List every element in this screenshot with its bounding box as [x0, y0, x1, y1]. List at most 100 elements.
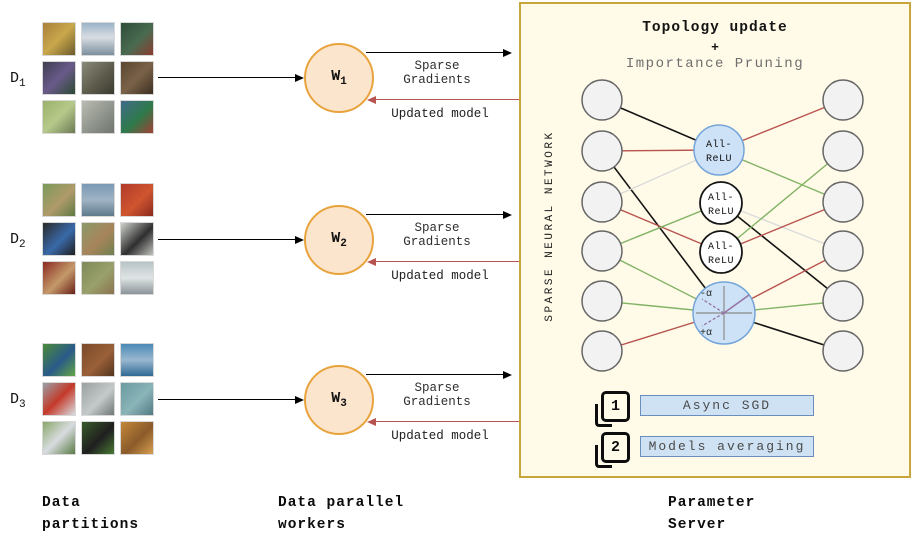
- input-node: [581, 79, 623, 121]
- output-node: [822, 181, 864, 223]
- image-tile: [81, 382, 115, 416]
- output-node: [822, 130, 864, 172]
- data-partition-1: D1: [0, 22, 260, 135]
- image-tile: [120, 183, 154, 217]
- image-tile: [81, 100, 115, 134]
- importance-pruning-title: Importance Pruning: [625, 56, 805, 72]
- all-relu-text: All-: [708, 241, 734, 253]
- updated-model-arrow: [376, 261, 519, 262]
- pos-alpha-label: +α: [700, 328, 712, 339]
- models-averaging-box: Models averaging: [640, 436, 814, 457]
- output-node: [822, 230, 864, 272]
- sparse-neural-network-graph: SPARSE NEURAL NETWORK: [544, 79, 864, 372]
- arrowhead-icon: [367, 95, 376, 104]
- sparse-gradients-arrow: [366, 214, 503, 215]
- output-node: [822, 280, 864, 322]
- activation-neg-alpha-branch: [701, 298, 725, 314]
- image-tile: [81, 261, 115, 295]
- image-tile: [81, 421, 115, 455]
- parameter-server-box: Topology update + Importance Pruning SPA…: [519, 2, 911, 478]
- sparse-neural-network-label: SPARSE NEURAL NETWORK: [544, 130, 556, 321]
- arrowhead-icon: [295, 235, 304, 244]
- output-layer: [822, 79, 864, 372]
- image-tile: [120, 222, 154, 256]
- worker-node-1: W1: [304, 43, 374, 113]
- topology-update-title: Topology update: [642, 20, 788, 36]
- all-relu-text: ReLU: [708, 256, 734, 267]
- all-relu-text: ReLU: [708, 207, 734, 218]
- arrowhead-icon: [295, 395, 304, 404]
- all-relu-text: ReLU: [706, 154, 732, 165]
- image-grid: [42, 343, 154, 455]
- image-tile: [120, 61, 154, 95]
- image-tile: [42, 222, 76, 256]
- image-tile: [120, 100, 154, 134]
- image-tile: [42, 261, 76, 295]
- hidden-layer: All- ReLU All- ReLU All- ReLU -α +α: [692, 124, 756, 345]
- image-tile: [120, 343, 154, 377]
- worker-node-2: W2: [304, 205, 374, 275]
- async-sgd-box: Async SGD: [640, 395, 814, 416]
- image-tile: [42, 183, 76, 217]
- input-node: [581, 230, 623, 272]
- all-relu-text: All-: [706, 139, 732, 151]
- image-tile: [120, 22, 154, 56]
- image-tile: [42, 343, 76, 377]
- image-tile: [42, 421, 76, 455]
- all-relu-node: [699, 230, 743, 274]
- arrowhead-icon: [503, 210, 512, 219]
- input-layer: [581, 79, 623, 372]
- step-2-icon: 2: [595, 432, 630, 468]
- all-relu-text: All-: [708, 192, 734, 204]
- sparse-gradients-arrow: [366, 52, 503, 53]
- activation-pos-alpha-branch: [701, 312, 725, 327]
- input-node: [581, 330, 623, 372]
- updated-model-label: Updated model: [391, 107, 489, 121]
- all-relu-activation-node: -α +α: [692, 281, 756, 345]
- updated-model-label: Updated model: [391, 429, 489, 443]
- all-relu-node: [699, 181, 743, 225]
- activation-positive-branch: [723, 294, 750, 314]
- image-tile: [81, 61, 115, 95]
- image-tile: [42, 382, 76, 416]
- image-tile: [81, 343, 115, 377]
- image-grid: [42, 183, 154, 295]
- arrowhead-icon: [503, 370, 512, 379]
- updated-model-label: Updated model: [391, 269, 489, 283]
- all-relu-node-blue: [693, 124, 745, 176]
- input-node: [581, 280, 623, 322]
- partition-label: D2: [10, 231, 26, 251]
- image-tile: [81, 183, 115, 217]
- arrowhead-icon: [367, 257, 376, 266]
- plus-sign: +: [711, 40, 719, 55]
- image-tile: [120, 382, 154, 416]
- step-1-icon: 1: [595, 391, 630, 427]
- worker-node-3: W3: [304, 365, 374, 435]
- output-node: [822, 79, 864, 121]
- sparse-gradients-arrow: [366, 374, 503, 375]
- updated-model-arrow: [376, 421, 519, 422]
- image-tile: [81, 22, 115, 56]
- image-tile: [42, 22, 76, 56]
- data-feed-arrow: [158, 77, 296, 78]
- arrowhead-icon: [295, 73, 304, 82]
- updated-model-arrow: [376, 99, 519, 100]
- data-feed-arrow: [158, 399, 296, 400]
- image-tile: [120, 261, 154, 295]
- image-tile: [42, 61, 76, 95]
- input-node: [581, 130, 623, 172]
- arrowhead-icon: [367, 417, 376, 426]
- data-feed-arrow: [158, 239, 296, 240]
- data-partition-2: D2: [0, 183, 260, 296]
- image-tile: [120, 421, 154, 455]
- neg-alpha-label: -α: [700, 289, 712, 300]
- output-node: [822, 330, 864, 372]
- partition-label: D3: [10, 391, 26, 411]
- partition-label: D1: [10, 70, 26, 90]
